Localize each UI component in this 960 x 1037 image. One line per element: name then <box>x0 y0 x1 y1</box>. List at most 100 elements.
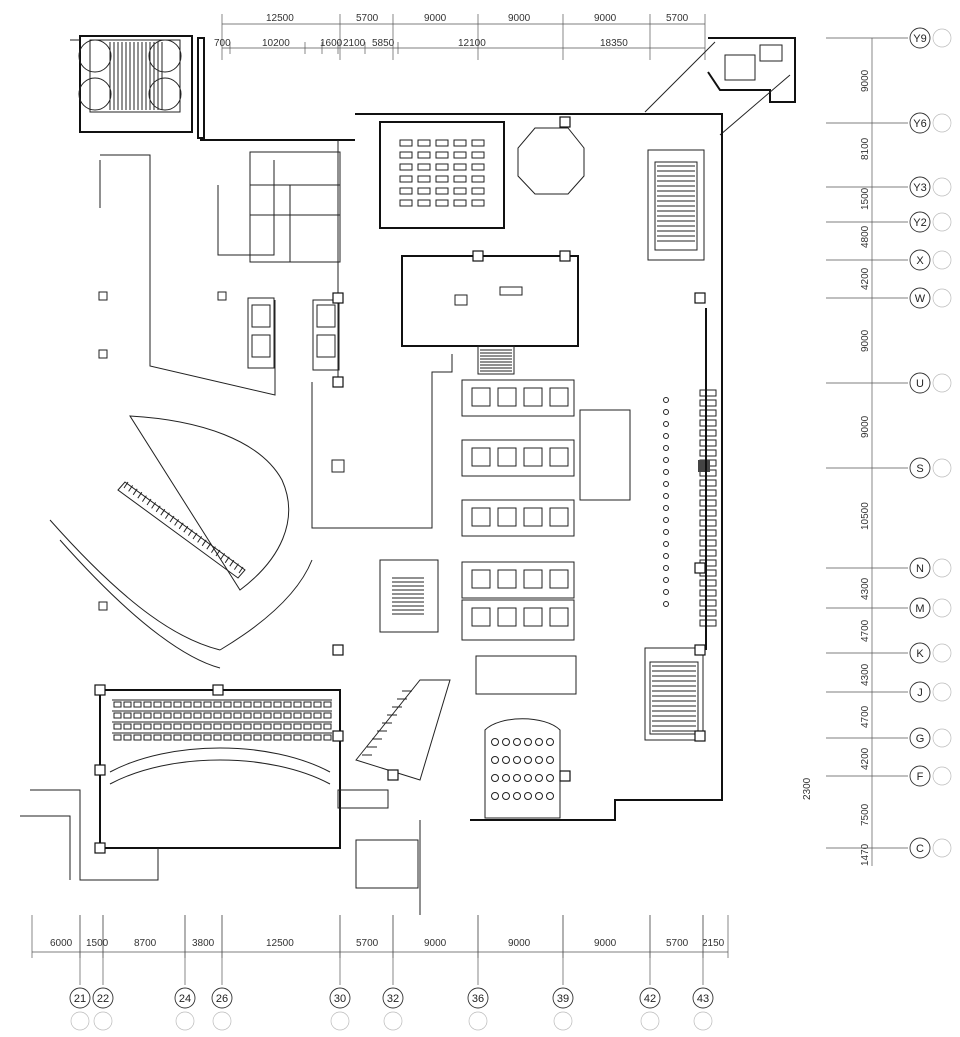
central-hall <box>311 140 453 529</box>
top-dim-r2-6: 12100 <box>458 38 486 49</box>
row-axis-bubble-secondary <box>932 558 952 578</box>
classroom-grid <box>461 379 631 695</box>
seat <box>213 701 222 708</box>
escalator-step <box>174 519 180 526</box>
right-dimension-chain: 9000 8100 1500 4800 4200 9000 9000 10500… <box>802 38 873 866</box>
seat <box>113 723 122 730</box>
seat <box>233 701 242 708</box>
desk <box>417 139 431 147</box>
escalator-step <box>151 502 157 509</box>
lecture-seat <box>546 774 554 782</box>
seat <box>273 701 282 708</box>
desk <box>453 151 467 159</box>
seat <box>293 734 302 741</box>
seat <box>223 712 232 719</box>
row-axis-label: N <box>916 563 924 575</box>
desk <box>399 139 413 147</box>
right-dim-3: 1500 <box>860 187 871 210</box>
seat <box>203 701 212 708</box>
seat <box>303 734 312 741</box>
column <box>387 769 399 781</box>
seat <box>293 701 302 708</box>
right-dim-11: 4300 <box>860 663 871 686</box>
column <box>332 730 344 742</box>
desk <box>399 187 413 195</box>
bike-rack <box>699 489 717 497</box>
seat <box>213 712 222 719</box>
lecture-seat <box>535 738 543 746</box>
bottom-dim-2: 1500 <box>86 938 109 949</box>
escalator-step <box>178 522 184 530</box>
row-axis-bubble <box>909 249 931 271</box>
row-axis-bubble <box>909 457 931 479</box>
row-axis-bubble-secondary <box>932 113 952 133</box>
escalator-step <box>197 536 203 543</box>
seat <box>243 712 252 719</box>
row-axis-bubble <box>909 727 931 749</box>
seat <box>303 701 312 708</box>
seat <box>233 734 242 741</box>
seat <box>163 734 172 741</box>
classroom-cell <box>471 569 491 589</box>
bike-rack <box>699 439 717 447</box>
seat <box>173 701 182 708</box>
column <box>694 562 706 574</box>
seat <box>133 712 142 719</box>
col-axis-bubble <box>174 987 196 1009</box>
col-axis-bubble-secondary <box>70 1011 90 1031</box>
classroom-cell <box>523 607 543 627</box>
top-dim-2: 5700 <box>356 13 379 24</box>
right-dim-16: 1470 <box>860 843 871 866</box>
col-axis-bubble-secondary <box>640 1011 660 1031</box>
escalator-step <box>220 553 226 560</box>
desk <box>471 139 485 147</box>
bike-rack <box>699 419 717 427</box>
seat <box>123 701 132 708</box>
row-axis-label: F <box>917 771 924 783</box>
bike-marker <box>663 421 669 427</box>
row-axis-bubble-secondary <box>932 682 952 702</box>
escalator-step <box>192 532 198 540</box>
lecture-seat <box>546 756 554 764</box>
main-exterior-walls <box>200 113 723 821</box>
row-axis-bubble <box>909 681 931 703</box>
escalator-step <box>146 498 152 506</box>
lecture-seat <box>546 738 554 746</box>
seat <box>283 734 292 741</box>
col-axis-bubble <box>382 987 404 1009</box>
escalator-step <box>215 549 221 557</box>
seat <box>163 723 172 730</box>
bike-marker <box>663 433 669 439</box>
lecture-seat <box>491 738 499 746</box>
seat <box>223 701 232 708</box>
col-axis-bubble <box>329 987 351 1009</box>
escalator-step <box>141 495 147 502</box>
col-axis-label: 22 <box>97 993 109 1005</box>
right-dim-9: 4300 <box>860 577 871 600</box>
seat <box>323 734 332 741</box>
bike-marker <box>663 577 669 583</box>
bike-marker <box>663 445 669 451</box>
classroom-cell <box>471 447 491 467</box>
column <box>332 292 344 304</box>
escalator-step <box>238 566 244 574</box>
column <box>94 842 106 854</box>
escalator-step <box>128 485 134 492</box>
bike-marker <box>663 601 669 607</box>
classroom-cell <box>497 607 517 627</box>
seat <box>273 712 282 719</box>
central-stair <box>477 345 515 375</box>
seat <box>293 712 302 719</box>
lecture-seat <box>513 774 521 782</box>
escalator-step <box>187 529 193 536</box>
row-axis-bubble-secondary <box>932 28 952 48</box>
top-dim-r2-4: 2100 <box>343 38 366 49</box>
row-axis-bubble <box>909 287 931 309</box>
escalator-step <box>160 508 166 516</box>
seat <box>183 712 192 719</box>
column <box>694 644 706 656</box>
seat <box>283 701 292 708</box>
desk <box>417 199 431 207</box>
seat <box>153 701 162 708</box>
bike-rack <box>699 579 717 587</box>
